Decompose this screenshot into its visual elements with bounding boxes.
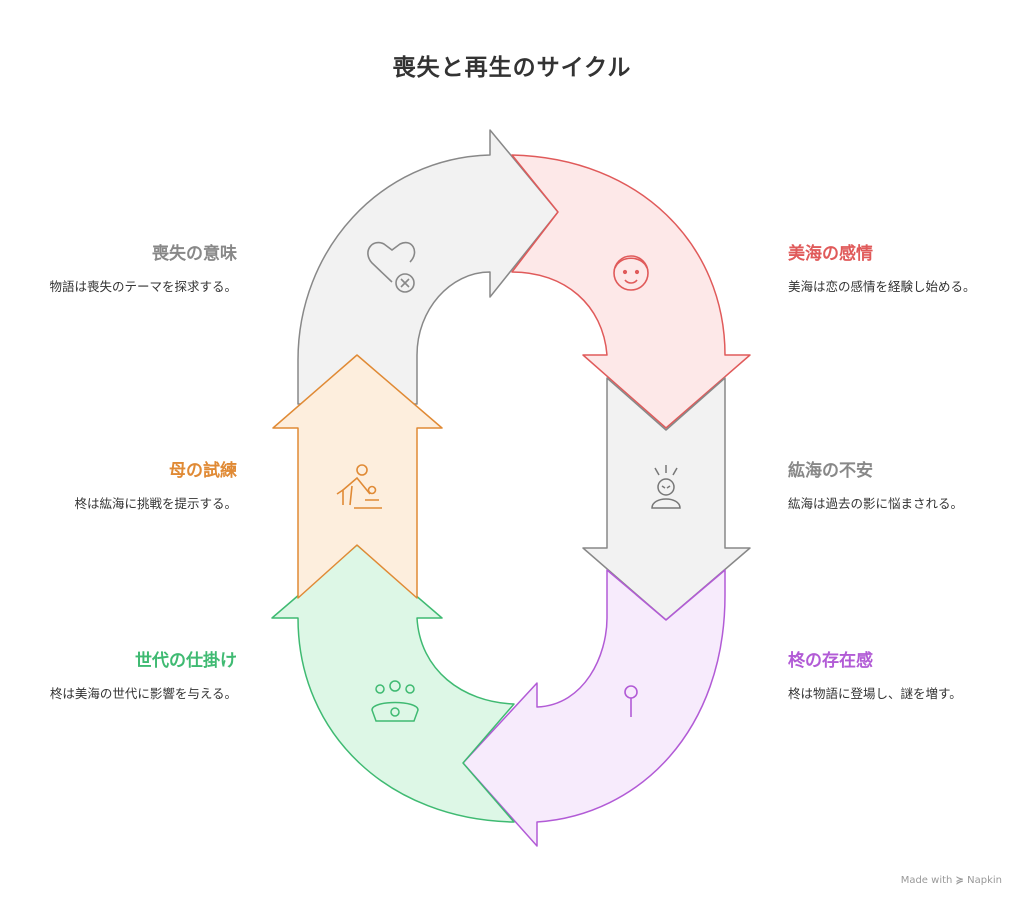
stage-miumi-description: 美海は恋の感情を経験し始める。 — [788, 279, 976, 294]
stage-hiiragi: 柊の存在感 柊は物語に登場し、謎を増す。 — [788, 646, 988, 702]
girl-face-icon — [613, 255, 649, 291]
stage-kouumi: 紘海の不安 紘海は過去の影に悩まされる。 — [788, 456, 988, 512]
arrow-mother — [272, 354, 443, 599]
footer-made-with: Made with — [900, 875, 953, 886]
stage-generation: 世代の仕掛け 柊は美海の世代に影響を与える。 — [37, 646, 237, 702]
stage-mother-description: 柊は紘海に挑戦を提示する。 — [74, 496, 237, 511]
pin-icon — [624, 685, 638, 717]
stage-mother-heading: 母の試練 — [169, 461, 237, 481]
gear-people-icon — [371, 680, 419, 722]
stage-generation-heading: 世代の仕掛け — [135, 651, 237, 671]
footer-credit: Made with ≽ Napkin — [901, 875, 1002, 886]
napkin-logo-icon: ≽ — [955, 875, 964, 886]
page-title: 喪失と再生のサイクル — [392, 55, 632, 81]
stage-generation-description: 柊は美海の世代に影響を与える。 — [49, 686, 237, 701]
arrow-loss — [297, 129, 559, 405]
arrow-hiiragi — [462, 569, 726, 847]
stage-kouumi-heading: 紘海の不安 — [788, 461, 873, 481]
stage-hiiragi-description: 柊は物語に登場し、謎を増す。 — [788, 686, 962, 701]
stage-hiiragi-heading: 柊の存在感 — [788, 651, 873, 671]
stage-mother: 母の試練 柊は紘海に挑戦を提示する。 — [37, 456, 237, 512]
parent-child-icon — [336, 464, 382, 509]
stage-loss: 喪失の意味 物語は喪失のテーマを探求する。 — [37, 239, 237, 295]
footer-brand: Napkin — [967, 875, 1002, 886]
stage-kouumi-description: 紘海は過去の影に悩まされる。 — [788, 496, 964, 511]
stage-miumi-heading: 美海の感情 — [788, 244, 873, 264]
arrow-miumi — [511, 154, 751, 429]
stage-loss-heading: 喪失の意味 — [152, 244, 237, 264]
stage-loss-description: 物語は喪失のテーマを探求する。 — [49, 279, 237, 294]
anxious-person-icon — [651, 465, 681, 509]
arrow-generation — [271, 544, 515, 823]
stage-miumi: 美海の感情 美海は恋の感情を経験し始める。 — [788, 239, 988, 295]
heart-x-icon — [367, 241, 416, 293]
